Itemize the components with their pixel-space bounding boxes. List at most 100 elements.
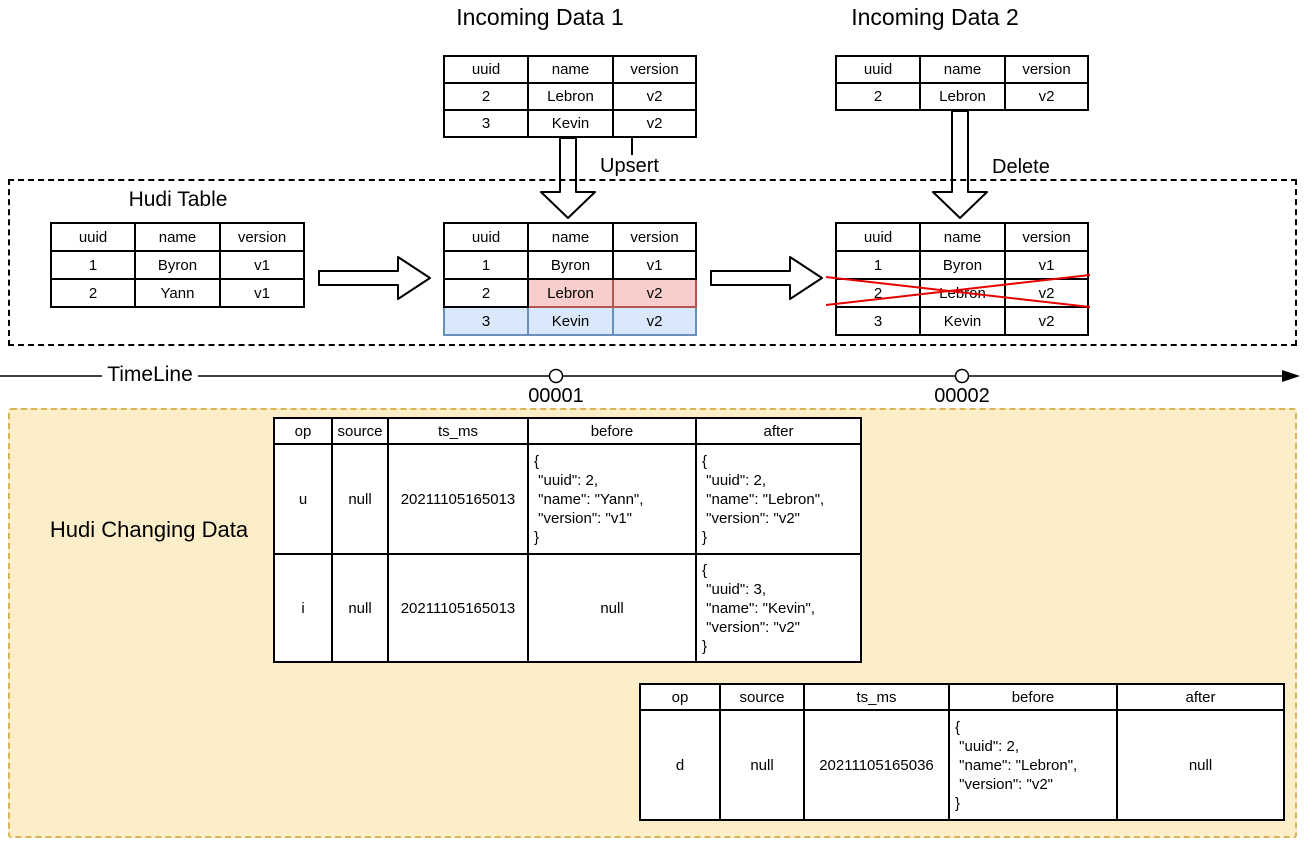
cell-name: Lebron [919, 82, 1006, 111]
cell-uuid: 2 [443, 278, 529, 308]
column-header: version [1004, 55, 1089, 84]
column-header: ts_ms [803, 683, 950, 711]
hudi-table-title: Hudi Table [128, 188, 228, 211]
column-header: version [1004, 222, 1089, 252]
table-row: 2 Yann v1 [50, 278, 305, 308]
column-header: uuid [443, 222, 529, 252]
column-header: uuid [835, 222, 921, 252]
cdc-row-insert: i null 20211105165013 null { "uuid": 3, … [273, 553, 862, 663]
column-header: op [273, 417, 333, 445]
timeline-marker1-label: 00001 [528, 385, 584, 407]
cell-uuid: 2 [835, 82, 921, 111]
cdc-table-commit-00001: op source ts_ms before after u null 2021… [273, 417, 862, 663]
cell-name: Kevin [527, 109, 614, 138]
timeline-label: TimeLine [102, 363, 198, 387]
column-header: ts_ms [387, 417, 529, 445]
table-header-row: uuid name version [835, 55, 1089, 84]
changing-data-title: Hudi Changing Data [49, 517, 249, 542]
column-header: op [639, 683, 721, 711]
flow-right-arrow-icon [710, 256, 823, 300]
cell-uuid: 3 [443, 109, 529, 138]
cell-before: { "uuid": 2, "name": "Yann", "version": … [527, 443, 697, 555]
hudi-table-boundary [8, 179, 1297, 346]
cell-version: v2 [1004, 306, 1089, 336]
table-header-row: uuid name version [50, 222, 305, 252]
timeline-commit-marker-icon [548, 368, 564, 384]
cell-version: v1 [1004, 250, 1089, 280]
cell-version: v1 [219, 278, 305, 308]
timeline-marker2-label: 00002 [934, 385, 990, 407]
column-header: version [612, 222, 697, 252]
cell-name-inserted: Kevin [527, 306, 614, 336]
column-header: source [331, 417, 389, 445]
deleted-row-cross-mark [825, 274, 1091, 308]
column-header: version [612, 55, 697, 84]
cell-uuid: 2 [50, 278, 136, 308]
cell-name: Kevin [919, 306, 1006, 336]
cell-after: null [1116, 709, 1285, 821]
column-header: name [919, 55, 1006, 84]
table-header-row: uuid name version [443, 222, 697, 252]
column-header: before [948, 683, 1118, 711]
cell-uuid: 1 [50, 250, 136, 280]
table-row: 2 Lebron v2 [443, 82, 697, 111]
cell-name: Byron [919, 250, 1006, 280]
hudi-initial-table: uuid name version 1 Byron v1 2 Yann v1 [50, 222, 305, 308]
cell-name: Lebron [527, 82, 614, 111]
cell-before: null [527, 553, 697, 663]
delete-down-arrow-icon [932, 110, 988, 219]
cell-uuid: 1 [835, 250, 921, 280]
column-header: version [219, 222, 305, 252]
cell-uuid-inserted: 3 [443, 306, 529, 336]
table-row: 1 Byron v1 [443, 250, 697, 280]
cell-version-inserted: v2 [612, 306, 697, 336]
cell-source: null [331, 553, 389, 663]
cell-before: { "uuid": 2, "name": "Lebron", "version"… [948, 709, 1118, 821]
cell-version: v2 [612, 82, 697, 111]
cell-ts-ms: 20211105165013 [387, 553, 529, 663]
cell-uuid: 3 [835, 306, 921, 336]
table-row: 3 Kevin v2 [835, 306, 1089, 336]
cell-version: v2 [1004, 82, 1089, 111]
upsert-label-leader-line [631, 137, 633, 155]
cell-op: u [273, 443, 333, 555]
incoming-data-1-table: uuid name version 2 Lebron v2 3 Kevin v2 [443, 55, 697, 138]
cell-after: { "uuid": 3, "name": "Kevin", "version":… [695, 553, 862, 663]
column-header: before [527, 417, 697, 445]
cell-op: i [273, 553, 333, 663]
hudi-after-upsert-table: uuid name version 1 Byron v1 2 Lebron v2… [443, 222, 697, 336]
flow-right-arrow-icon [318, 256, 431, 300]
column-header: after [695, 417, 862, 445]
table-header-row: uuid name version [443, 55, 697, 84]
upsert-down-arrow-icon [540, 137, 596, 219]
cell-name: Byron [134, 250, 221, 280]
table-row: 1 Byron v1 [50, 250, 305, 280]
timeline-commit-marker-icon [954, 368, 970, 384]
cell-source: null [719, 709, 805, 821]
cell-version: v1 [219, 250, 305, 280]
cell-name: Yann [134, 278, 221, 308]
cdc-row-update: u null 20211105165013 { "uuid": 2, "name… [273, 443, 862, 555]
column-header: uuid [443, 55, 529, 84]
incoming-data-1-title: Incoming Data 1 [456, 4, 624, 30]
column-header: uuid [835, 55, 921, 84]
column-header: source [719, 683, 805, 711]
cell-name-updated: Lebron [527, 278, 614, 308]
column-header: uuid [50, 222, 136, 252]
cell-version: v1 [612, 250, 697, 280]
table-header-row: op source ts_ms before after [273, 417, 862, 445]
cdc-table-commit-00002: op source ts_ms before after d null 2021… [639, 683, 1285, 821]
table-row-updated: 2 Lebron v2 [443, 278, 697, 308]
incoming-data-2-title: Incoming Data 2 [851, 4, 1019, 30]
table-header-row: uuid name version [835, 222, 1089, 252]
cell-ts-ms: 20211105165013 [387, 443, 529, 555]
cell-name: Byron [527, 250, 614, 280]
table-header-row: op source ts_ms before after [639, 683, 1285, 711]
cell-after: { "uuid": 2, "name": "Lebron", "version"… [695, 443, 862, 555]
table-row: 3 Kevin v2 [443, 109, 697, 138]
incoming-data-2-table: uuid name version 2 Lebron v2 [835, 55, 1089, 111]
column-header: name [527, 55, 614, 84]
upsert-label: Upsert [600, 155, 659, 177]
cell-source: null [331, 443, 389, 555]
cell-uuid: 2 [443, 82, 529, 111]
